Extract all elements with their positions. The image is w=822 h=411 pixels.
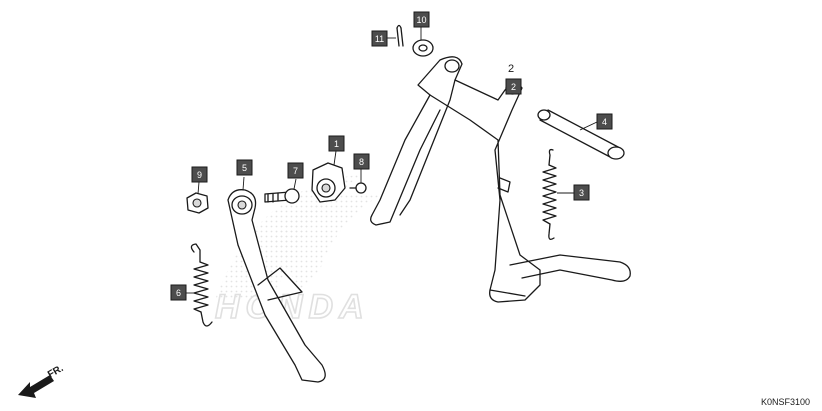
pivot-bolt [264,188,300,204]
callout-3: 3 [573,184,590,201]
cotter-pin [396,24,404,47]
callout-6: 6 [170,284,187,301]
callout-9: 9 [191,166,208,183]
callout-11-label: 11 [375,34,384,44]
pivot-shaft [537,109,625,160]
side-stand-nut [186,192,209,214]
callout-7-label: 7 [293,166,298,176]
callout-1-label: 1 [334,139,339,149]
callout-4-label: 4 [602,117,607,127]
callout-4: 4 [596,113,613,130]
front-direction-label: FR. [46,363,66,381]
callout-3-label: 3 [579,188,584,198]
callout-8: 8 [353,153,370,170]
main-stand-plain-label: 2 [508,63,514,75]
switch-bolt [349,182,367,194]
main-stand [370,56,631,303]
callout-1: 1 [328,135,345,152]
callout-7: 7 [287,162,304,179]
diagram-code: K0NSF3100 [760,397,810,407]
side-stand [227,189,326,383]
callout-2: 2 [505,78,522,95]
washer [412,39,434,57]
main-stand-spring [542,148,557,240]
callout-10: 10 [413,11,430,28]
callout-11: 11 [371,30,388,47]
callout-8-label: 8 [359,157,364,167]
callout-5: 5 [236,159,253,176]
callout-2-label: 2 [511,82,516,92]
side-stand-spring [190,243,213,327]
front-direction-arrow: FR. [18,363,66,398]
callout-6-label: 6 [176,288,181,298]
callout-5-label: 5 [242,163,247,173]
callout-10-label: 10 [416,15,426,25]
side-stand-switch [311,162,346,203]
callout-9-label: 9 [197,170,202,180]
